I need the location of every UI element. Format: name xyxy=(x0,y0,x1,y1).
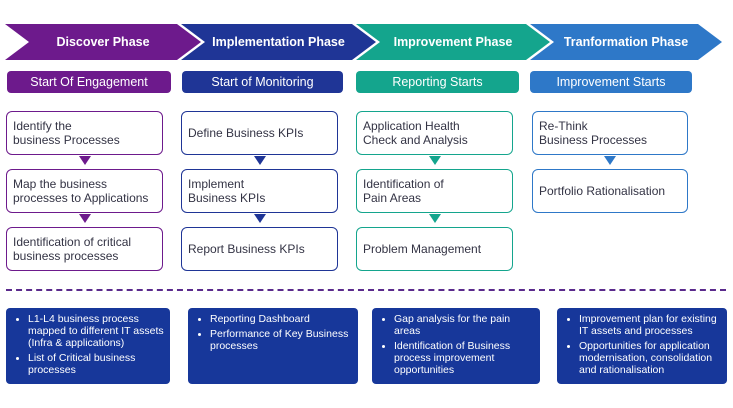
discover-summary-item: List of Critical business processes xyxy=(28,352,164,376)
phase-chevrons xyxy=(5,24,722,60)
implementation-summary-item: Performance of Key Business processes xyxy=(210,328,352,352)
implementation-step-2: Implement Business KPIs xyxy=(181,169,338,213)
improvement-step-3: Problem Management xyxy=(356,227,513,271)
implementation-step-2-text: Implement Business KPIs xyxy=(188,177,266,205)
improvement-step-1: Application Health Check and Analysis xyxy=(356,111,513,155)
implementation-step-1: Define Business KPIs xyxy=(181,111,338,155)
implementation-step-3: Report Business KPIs xyxy=(181,227,338,271)
implementation-phase-title: Implementation Phase xyxy=(212,35,345,49)
transformation-summary-box: Improvement plan for existing IT assets … xyxy=(557,308,727,384)
discover-step-3: Identification of critical business proc… xyxy=(6,227,163,271)
improvement-step-2: Identification of Pain Areas xyxy=(356,169,513,213)
transformation-down-arrow-icon xyxy=(604,156,616,165)
improvement-step-3-text: Problem Management xyxy=(363,242,482,256)
discover-step-2-text: Map the business processes to Applicatio… xyxy=(13,177,149,205)
implementation-down-arrow-icon xyxy=(254,214,266,223)
transformation-phase-chevron xyxy=(530,24,722,60)
implementation-step-1-text: Define Business KPIs xyxy=(188,126,304,140)
discover-summary-box: L1-L4 business process mapped to differe… xyxy=(6,308,170,384)
transformation-start-pill: Improvement Starts xyxy=(530,71,692,93)
improvement-summary-box: Gap analysis for the pain areas Identifi… xyxy=(372,308,540,384)
transformation-step-1: Re-Think Business Processes xyxy=(532,111,688,155)
implementation-down-arrow-icon xyxy=(254,156,266,165)
transformation-step-2: Portfolio Rationalisation xyxy=(532,169,688,213)
discover-start-pill: Start Of Engagement xyxy=(7,71,171,93)
improvement-summary-item: Gap analysis for the pain areas xyxy=(394,313,534,337)
transformation-summary-item: Opportunities for application modernisat… xyxy=(579,340,721,376)
improvement-down-arrow-icon xyxy=(429,214,441,223)
discover-down-arrow-icon xyxy=(79,214,91,223)
implementation-step-3-text: Report Business KPIs xyxy=(188,242,305,256)
implementation-phase-chevron xyxy=(181,24,376,60)
discover-phase-chevron xyxy=(5,24,201,60)
discover-summary-item: L1-L4 business process mapped to differe… xyxy=(28,313,164,349)
improvement-step-1-text: Application Health Check and Analysis xyxy=(363,119,468,147)
discover-down-arrow-icon xyxy=(79,156,91,165)
improvement-phase-chevron xyxy=(356,24,550,60)
discover-phase-title: Discover Phase xyxy=(56,35,150,49)
transformation-summary-item: Improvement plan for existing IT assets … xyxy=(579,313,721,337)
discover-step-2: Map the business processes to Applicatio… xyxy=(6,169,163,213)
implementation-summary-box: Reporting Dashboard Performance of Key B… xyxy=(188,308,358,384)
improvement-step-2-text: Identification of Pain Areas xyxy=(363,177,444,205)
improvement-summary-item: Identification of Business process impro… xyxy=(394,340,534,376)
transformation-step-1-text: Re-Think Business Processes xyxy=(539,119,648,147)
implementation-start-pill: Start of Monitoring xyxy=(182,71,343,93)
transformation-phase-title: Tranformation Phase xyxy=(563,35,689,49)
transformation-step-2-text: Portfolio Rationalisation xyxy=(539,184,666,198)
discover-step-3-text: Identification of critical business proc… xyxy=(13,235,132,263)
implementation-summary-item: Reporting Dashboard xyxy=(210,313,352,325)
improvement-phase-title: Improvement Phase xyxy=(393,35,513,49)
improvement-down-arrow-icon xyxy=(429,156,441,165)
improvement-start-pill: Reporting Starts xyxy=(356,71,519,93)
discover-step-1: Identify the business Processes xyxy=(6,111,163,155)
dashed-divider xyxy=(6,289,726,291)
discover-step-1-text: Identify the business Processes xyxy=(13,119,120,147)
